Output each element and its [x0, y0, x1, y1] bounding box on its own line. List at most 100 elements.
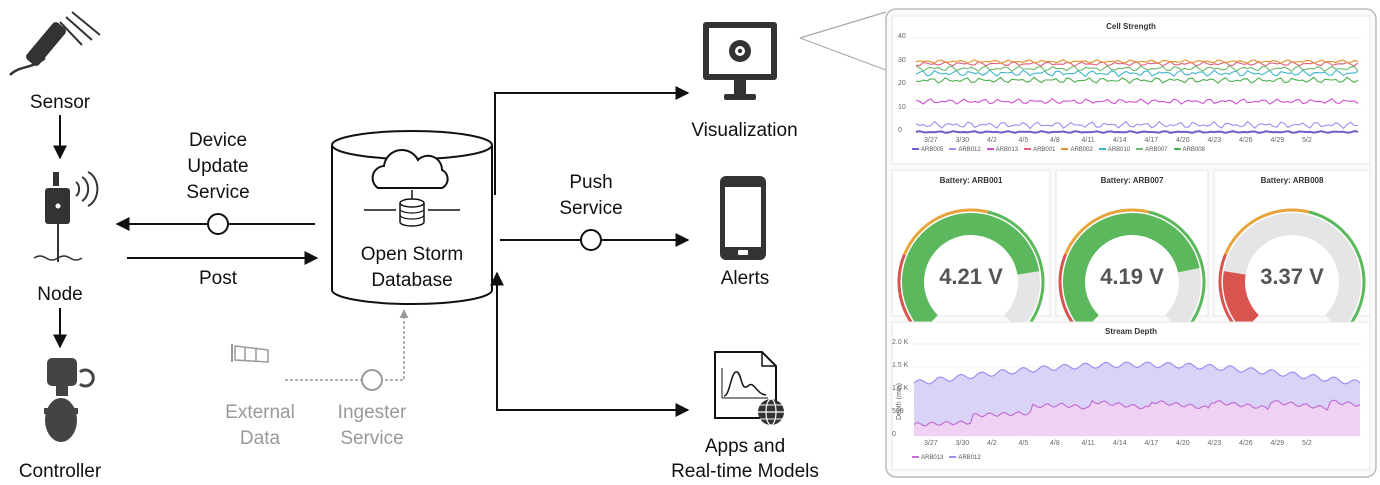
- external-data-label-2: Data: [239, 428, 281, 449]
- device-update-label-3: Service: [186, 182, 250, 203]
- legend-item: ARB013: [986, 147, 1019, 153]
- push-service-label-1: Push: [569, 172, 613, 193]
- legend-label: ARB013: [995, 147, 1019, 153]
- push-service-label-2: Service: [559, 198, 623, 219]
- series-area-arb013: [914, 400, 1360, 436]
- gauge-fill: [902, 213, 1040, 331]
- x-tick-label: 4/2: [987, 440, 997, 447]
- apps-arrow: [490, 271, 690, 417]
- x-tick-label: 4/23: [1207, 137, 1222, 144]
- legend-label: ARB001: [1033, 147, 1056, 153]
- series-line-arb001: [915, 60, 1359, 67]
- gauge-title-arb007: Battery: ARB007: [1100, 176, 1164, 185]
- node-icon: [33, 171, 99, 262]
- gauge-fill: [1063, 213, 1200, 331]
- x-tick-label: 4/26: [1239, 137, 1253, 144]
- series-line-arb013: [915, 97, 1359, 105]
- cell-strength-panel: [891, 15, 1371, 165]
- y-tick-label: 0: [898, 127, 902, 134]
- windsock-icon: [231, 344, 269, 363]
- alerts-label: Alerts: [720, 268, 770, 289]
- push-service-node: [580, 229, 602, 251]
- series-line-arb008: [915, 76, 1359, 85]
- legend-item: ARB010: [1098, 147, 1130, 153]
- legend-swatch: [1024, 148, 1032, 151]
- legend-swatch: [912, 148, 919, 151]
- legend-label: ARB007: [1145, 147, 1168, 153]
- apps-label-1: Apps and: [704, 436, 786, 457]
- gauge-threshold-high: [987, 210, 1045, 334]
- ingester-arrow: [285, 309, 409, 381]
- x-tick-label: 4/20: [1176, 440, 1190, 447]
- legend-item: ARB001: [1024, 147, 1055, 153]
- ingester-service-node: [361, 369, 383, 391]
- x-tick-label: 3/30: [955, 440, 970, 447]
- y-tick-label: 10: [898, 103, 906, 111]
- x-tick-label: 5/2: [1302, 440, 1312, 447]
- series-line-arb005: [915, 130, 1359, 134]
- y-tick-label: 2.0 K: [892, 339, 909, 346]
- controller-icon: [44, 358, 95, 442]
- series-line-arb013: [913, 399, 1361, 427]
- series-line-arb002: [915, 59, 1359, 64]
- legend-swatch: [1061, 148, 1069, 151]
- legend-item: ARB008: [1173, 147, 1205, 153]
- legend-swatch: [1136, 148, 1144, 151]
- legend-label: ARB013: [921, 455, 944, 461]
- x-tick-label: 3/30: [955, 137, 970, 144]
- legend-label: ARB012: [958, 147, 981, 153]
- legend-swatch: [949, 456, 957, 459]
- y-tick-label: 500: [892, 408, 904, 415]
- gauge-fill: [1223, 271, 1260, 331]
- y-tick-label: 20: [898, 80, 906, 87]
- y-tick-label: 1.0 K: [892, 385, 909, 392]
- x-tick-label: 4/5: [1018, 440, 1029, 447]
- visualization-label: Visualization: [691, 120, 798, 141]
- legend-swatch: [949, 148, 957, 151]
- legend-item: ARB013: [912, 455, 943, 461]
- device-update-label-1: Device: [188, 130, 248, 151]
- y-tick-label: 40: [898, 33, 906, 40]
- stream-depth-plot: [912, 343, 1362, 437]
- x-tick-label: 5/2: [1302, 137, 1312, 144]
- x-tick-label: 4/17: [1144, 137, 1159, 144]
- legend-item: ARB012: [949, 455, 981, 461]
- post-label: Post: [198, 268, 238, 289]
- document-chart-icon: [714, 351, 777, 419]
- gauge-value-arb001: 4.21 V: [939, 264, 1003, 289]
- x-tick-label: 4/2: [987, 137, 997, 144]
- database-label-2: Database: [371, 270, 453, 291]
- globe-icon: [758, 398, 784, 426]
- y-tick-label: 0: [892, 431, 896, 438]
- cell-strength-title: Cell Strength: [1106, 22, 1156, 31]
- x-tick-label: 4/14: [1113, 440, 1127, 447]
- x-tick-label: 4/29: [1270, 440, 1285, 447]
- controller-label: Controller: [18, 461, 102, 482]
- legend-swatch: [1098, 148, 1106, 151]
- x-tick-label: 4/11: [1081, 440, 1095, 447]
- x-tick-label: 3/27: [924, 137, 938, 144]
- gauge-value-arb008: 3.37 V: [1260, 264, 1324, 289]
- ingester-service-label-1: Ingester: [337, 402, 407, 423]
- monitor-icon: [703, 22, 777, 100]
- x-tick-label: 4/23: [1207, 440, 1222, 447]
- legend-label: ARB005: [921, 147, 944, 153]
- callout-line: [799, 11, 887, 39]
- database-label-1: Open Storm: [360, 244, 464, 265]
- series-line-arb012: [913, 361, 1361, 385]
- series-line-arb012: [915, 120, 1359, 130]
- legend-swatch: [986, 148, 994, 151]
- apps-label-2: Real-time Models: [671, 461, 819, 482]
- database-icon: [364, 198, 460, 227]
- device-update-label-2: Update: [187, 156, 249, 177]
- x-tick-label: 4/8: [1050, 137, 1060, 144]
- legend-label: ARB008: [1182, 147, 1205, 153]
- y-tick-label: 30: [898, 56, 906, 64]
- visualization-arrow: [494, 86, 690, 195]
- gauge-threshold-mid: [903, 208, 989, 255]
- x-tick-label: 4/11: [1081, 137, 1095, 144]
- x-tick-label: 4/14: [1113, 137, 1127, 144]
- node-label: Node: [37, 284, 83, 305]
